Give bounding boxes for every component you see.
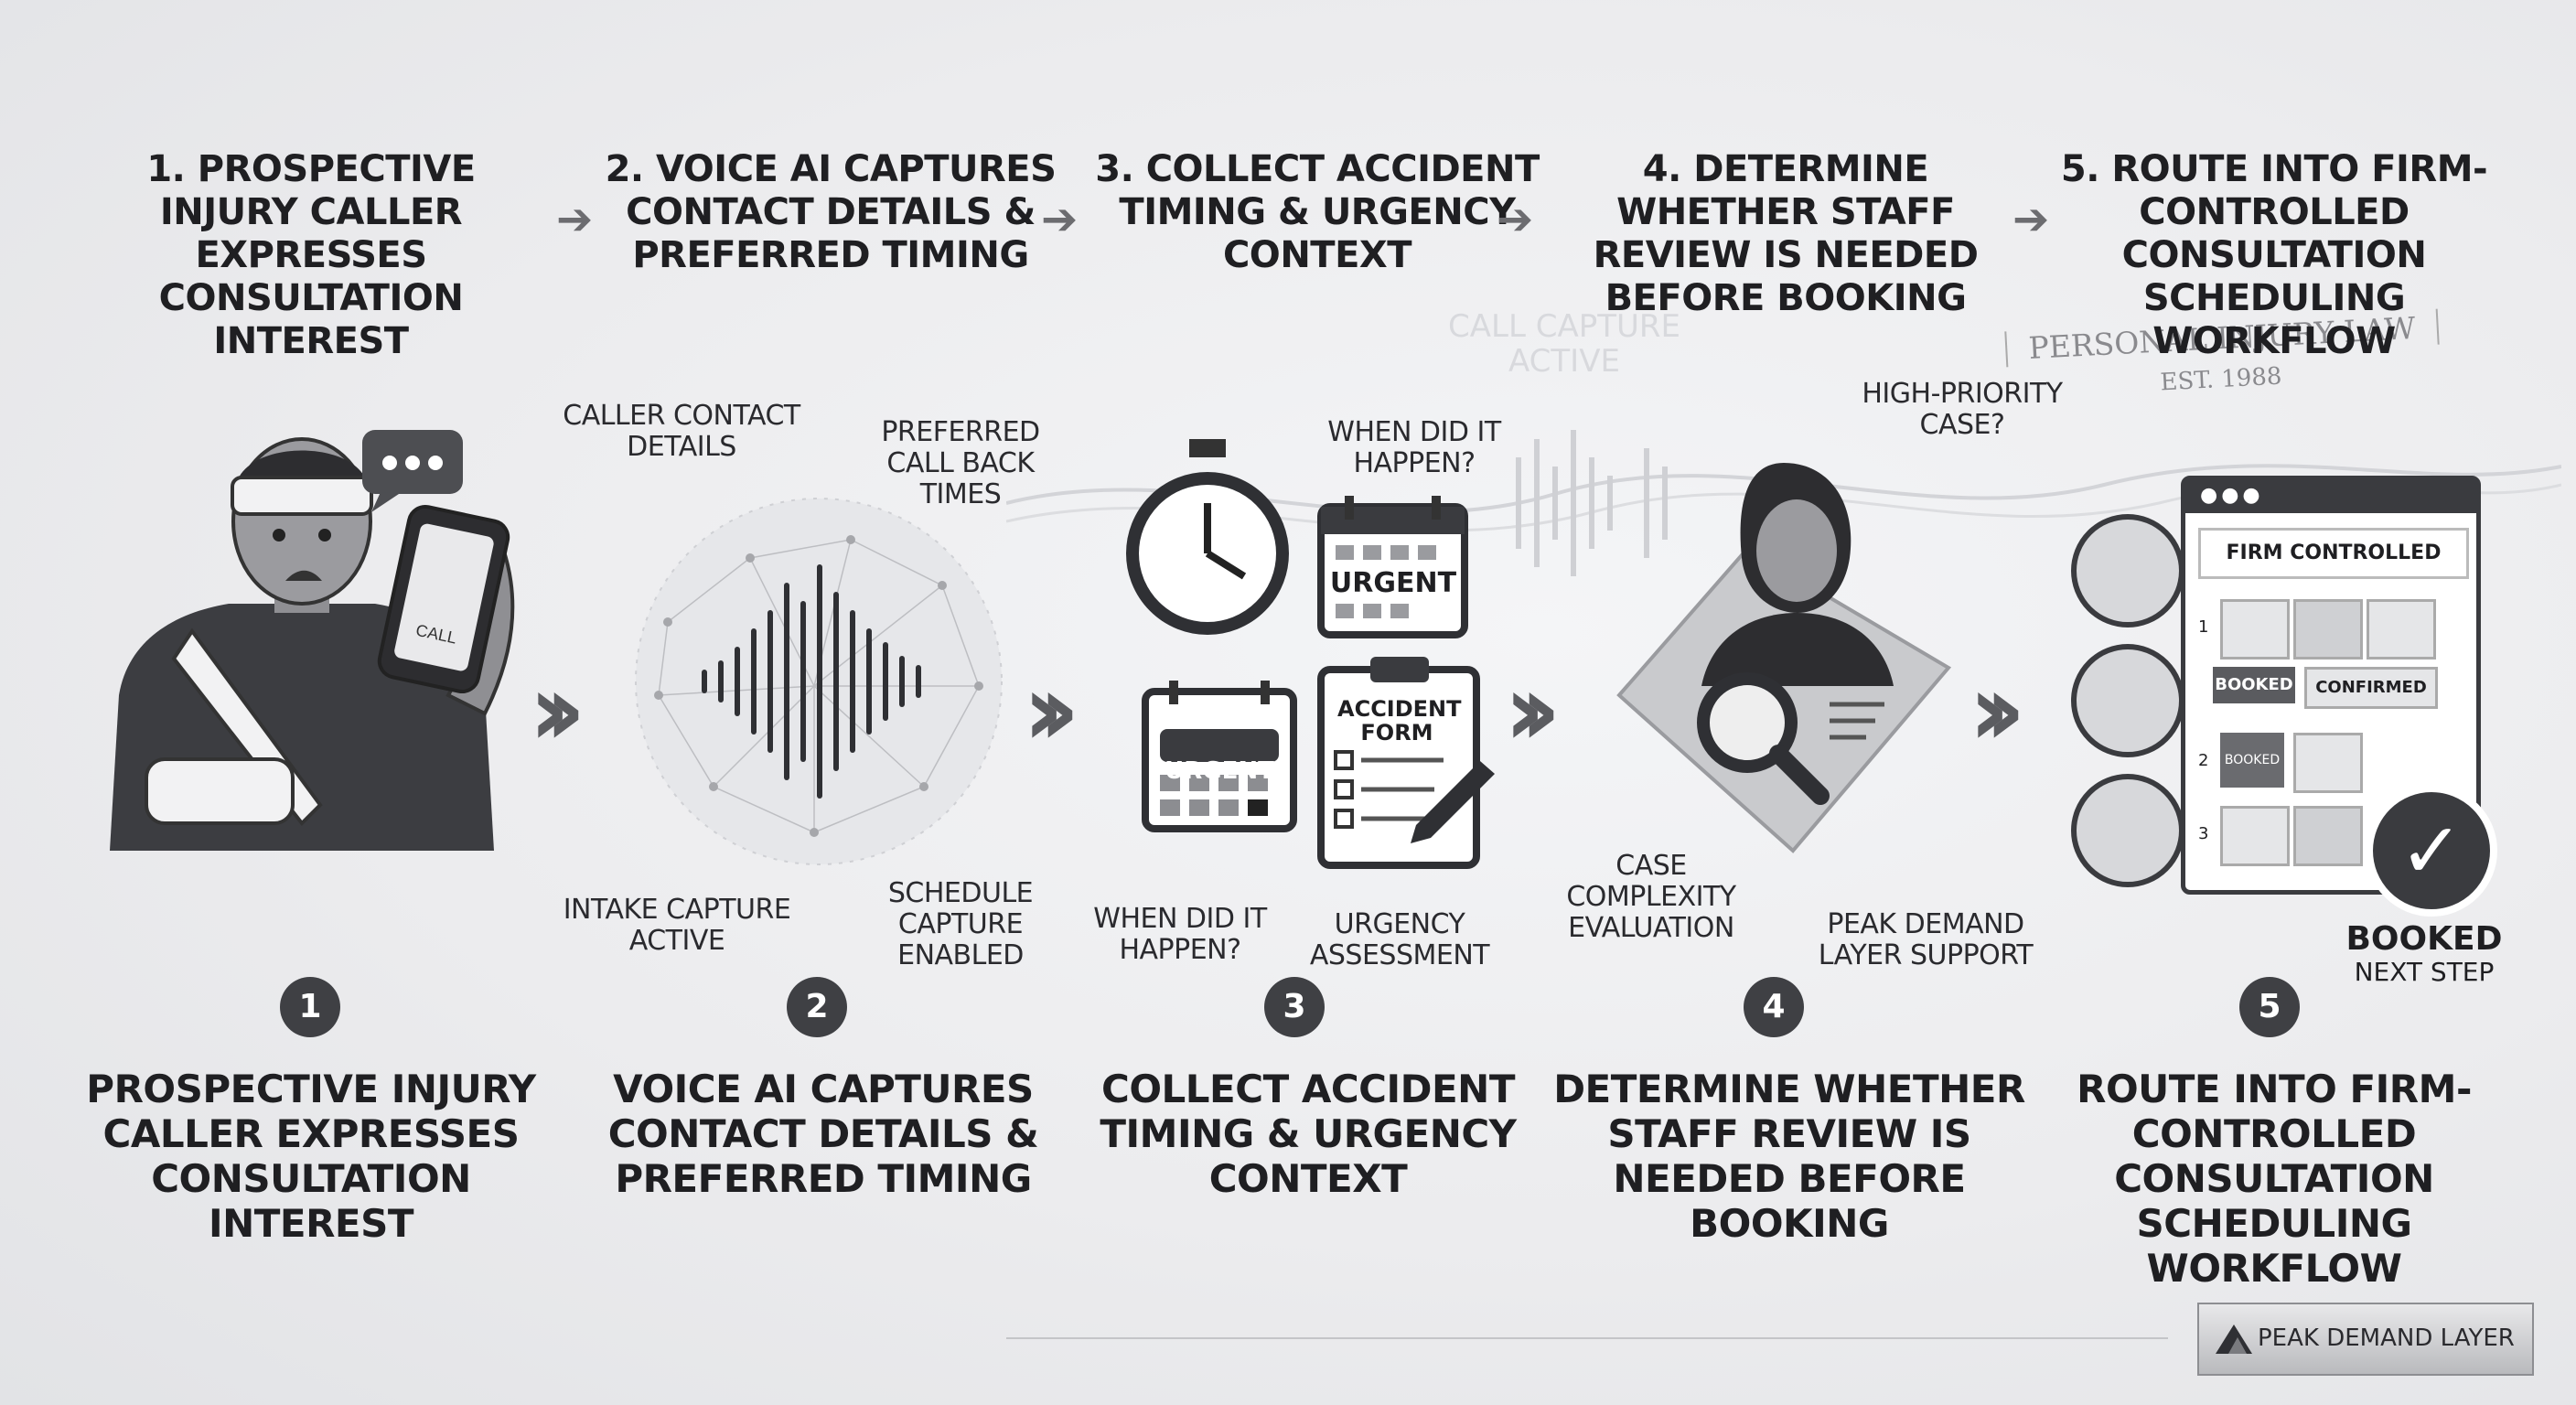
calendar-urgent-icon — [1317, 496, 1468, 638]
callout-urgency-assessment: URGENCY ASSESSMENT — [1309, 908, 1490, 971]
footer-logo-text: PEAK DEMAND LAYER — [2258, 1325, 2515, 1352]
calendar-grid-icon — [1142, 681, 1297, 832]
urgent-label: URGENT — [1329, 567, 1457, 599]
window-dots-icon: ●●● — [2200, 484, 2264, 507]
chevron-right-icon: ›› — [1969, 651, 2025, 768]
step-3-title: 3. COLLECT ACCIDENT TIMING & URGENCY CON… — [1095, 148, 1540, 276]
staff-review-illustration — [1616, 463, 1952, 853]
check-icon: ✓ — [2366, 785, 2497, 917]
callout-preferred-callback: PREFERRED CALL BACK TIMES — [881, 416, 1040, 510]
avatar — [2071, 644, 2184, 757]
callout-intake-capture: INTAKE CAPTURE ACTIVE — [563, 894, 791, 957]
callout-schedule-capture: SCHEDULE CAPTURE ENABLED — [887, 877, 1034, 971]
slot — [2367, 599, 2436, 660]
footer-divider — [1006, 1337, 2168, 1339]
accident-form-clipboard-icon — [1317, 657, 1495, 869]
avatar — [2071, 514, 2184, 627]
step-1-summary: PROSPECTIVE INJURY CALLER EXPRESSES CONS… — [86, 1067, 536, 1246]
row-label: 1 — [2198, 617, 2209, 637]
avatar — [2071, 774, 2184, 887]
step-2-title: 2. VOICE AI CAPTURES CONTACT DETAILS & P… — [605, 148, 1057, 276]
scheduler-titlebar — [2185, 480, 2476, 513]
slot — [2220, 806, 2290, 866]
arrow-right-icon: ➔ — [1497, 194, 1534, 245]
step-number-badge: 3 — [1264, 977, 1325, 1037]
confirmed-badge: CONFIRMED — [2304, 667, 2438, 709]
voice-ai-waveform-icon — [635, 498, 1003, 865]
next-step-label: NEXT STEP — [2354, 957, 2495, 987]
callout-peak-support: PEAK DEMAND LAYER SUPPORT — [1818, 908, 2034, 971]
booked-badge-small: BOOKED — [2220, 733, 2284, 788]
stopwatch-icon — [1126, 439, 1289, 635]
mountain-logo-icon — [2216, 1325, 2252, 1354]
footer-logo: PEAK DEMAND LAYER — [2197, 1303, 2534, 1376]
step-1-title: 1. PROSPECTIVE INJURY CALLER EXPRESSES C… — [146, 148, 476, 362]
scheduler-header: FIRM CONTROLLED — [2198, 528, 2469, 579]
chevron-right-icon: ›› — [529, 651, 585, 768]
injured-caller-illustration: CALL — [110, 430, 515, 851]
chevron-right-icon: ›› — [1023, 651, 1079, 768]
step-4-summary-text: DETERMINE WHETHER STAFF REVIEW IS NEEDED… — [1553, 1067, 2025, 1246]
step-number-badge: 1 — [280, 977, 340, 1037]
booked-badge: BOOKED — [2213, 667, 2295, 703]
step-5-summary: ROUTE INTO FIRM-CONTROLLED CONSULTATION … — [2077, 1067, 2472, 1291]
booked-label: BOOKED — [2345, 920, 2503, 958]
arrow-right-icon: ➔ — [1041, 194, 1079, 245]
callout-when-top: WHEN DID IT HAPPEN? — [1327, 416, 1501, 479]
slot — [2293, 806, 2363, 866]
callout-high-priority: HIGH-PRIORITY CASE? — [1862, 378, 2063, 441]
call-capture-watermark: CALL CAPTURE ACTIVE — [1448, 308, 1680, 380]
step-number-badge: 5 — [2239, 977, 2300, 1037]
step-5-title: 5. ROUTE INTO FIRM-CONTROLLED CONSULTATI… — [2060, 148, 2488, 362]
callout-when-bottom: WHEN DID IT HAPPEN? — [1093, 903, 1267, 966]
accident-form-label: ACCIDENT FORM — [1337, 696, 1462, 745]
step-number-badge: 4 — [1744, 977, 1804, 1037]
arrow-right-icon: ➔ — [556, 194, 594, 245]
callout-case-complexity: CASE COMPLEXITY EVALUATION — [1566, 850, 1736, 944]
slot — [2220, 599, 2290, 660]
row-label: 2 — [2198, 751, 2209, 770]
row-label: 3 — [2198, 824, 2209, 843]
step-3-summary: COLLECT ACCIDENT TIMING & URGENCY CONTEX… — [1100, 1067, 1517, 1201]
slot — [2293, 599, 2363, 660]
slot — [2293, 733, 2363, 793]
step-2-summary: VOICE AI CAPTURES CONTACT DETAILS & PREF… — [607, 1067, 1039, 1201]
step-4-title: 4. DETERMINE WHETHER STAFF REVIEW IS NEE… — [1593, 148, 1979, 319]
callout-caller-contact: CALLER CONTACT DETAILS — [563, 400, 800, 463]
chevron-right-icon: ›› — [1504, 651, 1561, 768]
step-number-badge: 2 — [787, 977, 847, 1037]
urgent-label-small: URGENT — [1165, 757, 1274, 785]
arrow-right-icon: ➔ — [2012, 194, 2050, 245]
